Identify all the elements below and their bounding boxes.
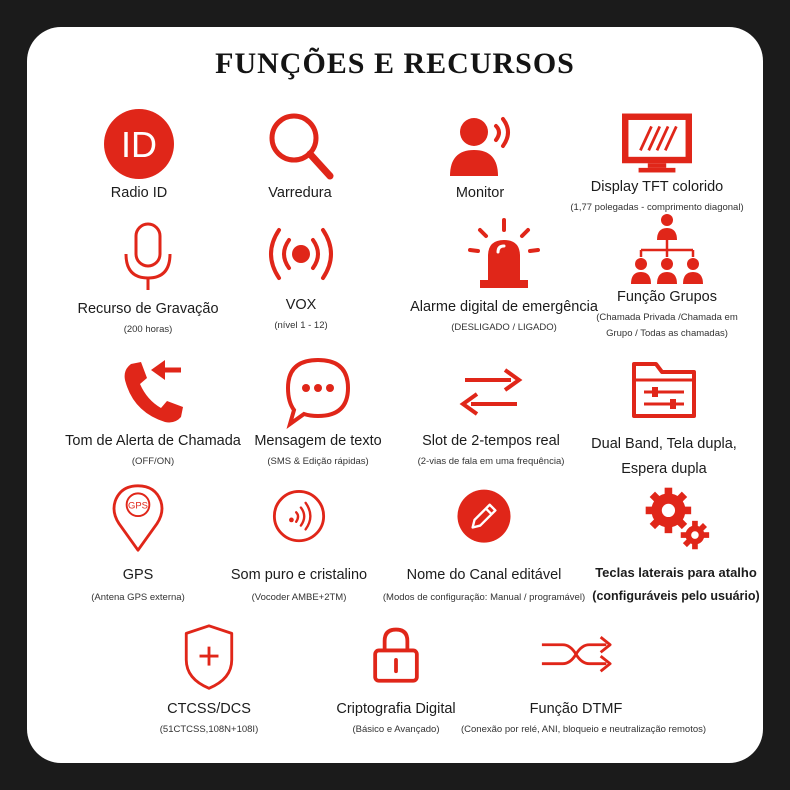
feature-alarm: Alarme digital de emergência (DESLIGADO … xyxy=(406,218,602,336)
feature-sub: (Modos de configuração: Manual / program… xyxy=(382,591,586,603)
chat-bubble-icon xyxy=(285,357,351,429)
feature-label: Radio ID xyxy=(110,185,168,201)
feature-label: Nome do Canal editável xyxy=(406,567,562,583)
feature-sub: (1,77 polegadas - comprimento diagonal) xyxy=(570,201,744,213)
feature-label: Mensagem de texto xyxy=(254,433,382,449)
feature-scan: Varredura xyxy=(202,108,398,204)
feature-label: Monitor xyxy=(455,185,505,201)
feature-radio-id: ID Radio ID xyxy=(41,108,237,204)
feature-sub: (Conexão por relé, ANI, bloqueio e neutr… xyxy=(461,723,707,735)
feature-sub: (configuráveis pelo usuário) xyxy=(592,588,760,603)
feature-gps: GPS GPS (Antena GPS externa) xyxy=(40,482,236,606)
two-way-arrows-icon xyxy=(459,368,523,416)
feature-side-keys: Teclas laterais para atalho (configuráve… xyxy=(578,482,774,605)
gears-icon xyxy=(645,487,710,550)
feature-label: Varredura xyxy=(268,185,332,201)
feature-sub: (200 horas) xyxy=(123,323,173,335)
incoming-call-icon xyxy=(124,360,183,423)
group-hierarchy-icon xyxy=(631,214,703,284)
tft-display-icon xyxy=(622,113,692,173)
feature-label: Espera dupla xyxy=(621,461,707,478)
feature-sub: Grupo / Todas as chamadas) xyxy=(606,328,728,340)
shield-plus-icon xyxy=(184,624,234,690)
feature-sub: (SMS & Edição rápidas) xyxy=(267,455,369,467)
feature-monitor: Monitor xyxy=(382,108,578,204)
feature-slot: Slot de 2-tempos real (2-vias de fala em… xyxy=(393,354,589,470)
feature-sub: (2-vias de fala em uma frequência) xyxy=(417,455,565,467)
feature-sub: (Básico e Avançado) xyxy=(352,723,440,735)
feature-display: Display TFT colorido (1,77 polegadas - c… xyxy=(559,108,755,216)
feature-crypto: Criptografia Digital (Básico e Avançado) xyxy=(298,622,494,738)
feature-vox: VOX (nível 1 - 12) xyxy=(203,220,399,334)
feature-label: Dual Band, Tela dupla, xyxy=(591,436,737,452)
feature-label: Teclas laterais para atalho xyxy=(595,565,757,580)
feature-dtmf: Função DTMF (Conexão por relé, ANI, bloq… xyxy=(461,622,706,738)
feature-label: Função Grupos xyxy=(617,289,717,305)
feature-label: CTCSS/DCS xyxy=(167,701,251,717)
feature-label: Criptografia Digital xyxy=(336,701,456,717)
feature-label: VOX xyxy=(285,297,317,313)
feature-label: Display TFT colorido xyxy=(590,179,724,195)
feature-label: Função DTMF xyxy=(529,701,623,717)
feature-text: Mensagem de texto (SMS & Edição rápidas) xyxy=(220,354,416,470)
feature-label: Som puro e cristalino xyxy=(230,567,368,583)
broadcast-icon xyxy=(269,228,333,280)
radio-id-icon: ID xyxy=(104,109,174,179)
feature-sub: (Chamada Privada /Chamada em xyxy=(596,311,738,323)
feature-sub: (DESLIGADO / LIGADO) xyxy=(451,321,557,333)
sound-wave-icon xyxy=(272,490,326,543)
feature-label: Alarme digital de emergência xyxy=(410,299,598,315)
page-title: FUNÇÕES E RECURSOS xyxy=(215,47,575,80)
feature-ctcss: CTCSS/DCS (51CTCSS,108N+108I) xyxy=(111,622,307,738)
magnifier-icon xyxy=(269,113,334,180)
microphone-icon xyxy=(124,222,172,290)
feature-label: Recurso de Gravação xyxy=(77,301,219,317)
siren-icon xyxy=(468,218,540,288)
pencil-icon xyxy=(457,489,511,543)
feature-recording: Recurso de Gravação (200 horas) xyxy=(50,220,246,338)
feature-sub: (nível 1 - 12) xyxy=(274,319,328,331)
radio-id-icon-text: ID xyxy=(121,124,157,165)
feature-groups: Função Grupos (Chamada Privada /Chamada … xyxy=(569,212,765,343)
feature-sub: (Vocoder AMBE+2TM) xyxy=(251,591,347,603)
feature-channel-name: Nome do Canal editável (Modos de configu… xyxy=(383,482,585,606)
feature-dual-band: Dual Band, Tela dupla, Espera dupla xyxy=(566,354,762,483)
feature-label: Slot de 2-tempos real xyxy=(422,433,560,449)
feature-sub: (51CTCSS,108N+108I) xyxy=(159,723,259,735)
feature-sound: Som puro e cristalino (Vocoder AMBE+2TM) xyxy=(201,482,397,606)
feature-label: Tom de Alerta de Chamada xyxy=(65,433,241,449)
feature-sub: (OFF/ON) xyxy=(131,455,175,467)
feature-sub: (Antena GPS externa) xyxy=(91,591,185,603)
folder-sliders-icon xyxy=(632,362,696,418)
feature-label: GPS xyxy=(122,567,154,583)
feature-call-alert: Tom de Alerta de Chamada (OFF/ON) xyxy=(55,354,251,470)
person-speaking-icon xyxy=(450,117,510,176)
shuffle-arrows-icon xyxy=(541,636,612,673)
gps-pin-icon: GPS xyxy=(112,484,164,552)
gps-icon-text: GPS xyxy=(128,501,148,512)
padlock-icon xyxy=(373,627,419,683)
